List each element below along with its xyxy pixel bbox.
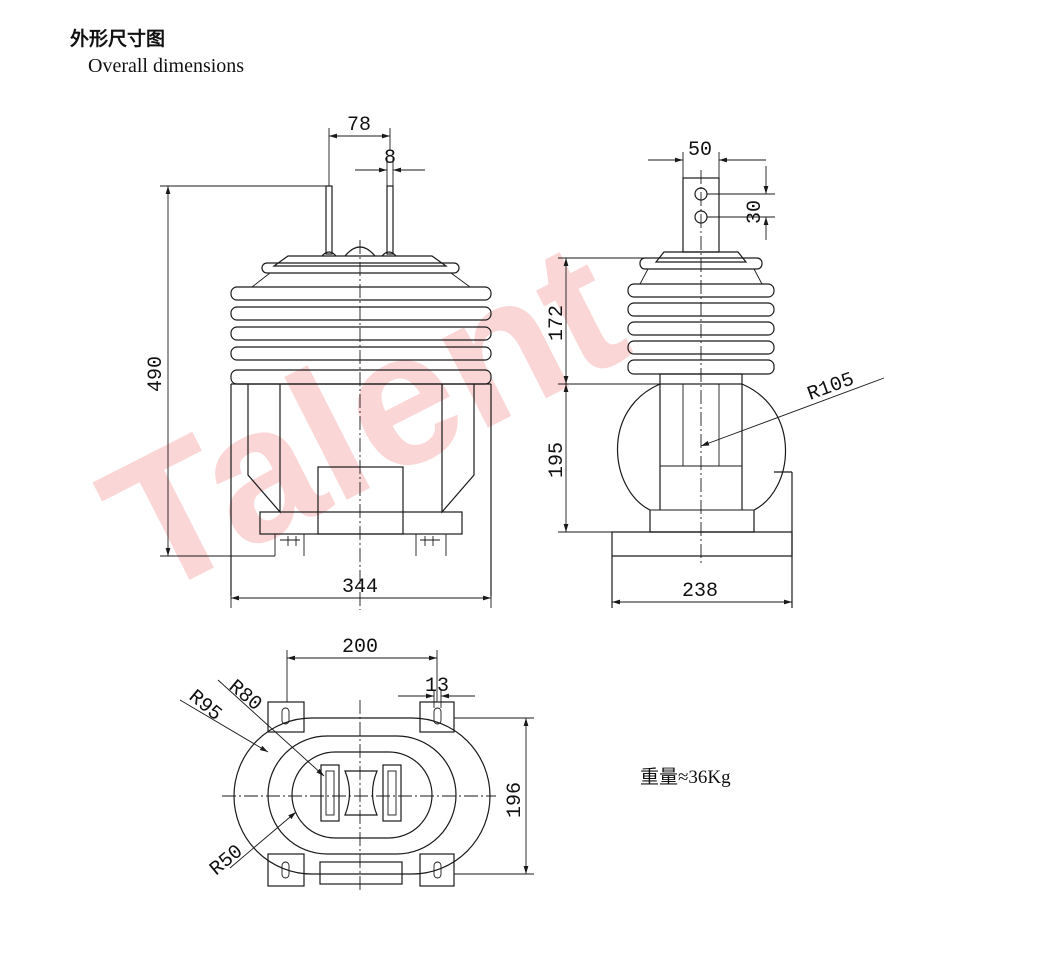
side-view-dims: 50 30 172 195 R105 238 — [546, 139, 885, 605]
dim-radius-outer: R95 — [184, 686, 226, 727]
dim-body-radius: R105 — [805, 369, 858, 407]
dim-terminal-spacing: 78 — [347, 114, 371, 137]
dim-base-width-side: 238 — [682, 580, 718, 603]
dim-terminal-width-side: 50 — [688, 139, 712, 162]
dim-radius-mid: R80 — [224, 676, 266, 717]
dim-terminal-width: 8 — [384, 147, 396, 170]
dim-depth: 196 — [504, 782, 527, 818]
top-view — [222, 700, 496, 892]
side-view — [611, 170, 793, 608]
front-view-dims: 78 8 490 344 — [145, 114, 492, 608]
dim-slot-width: 13 — [425, 675, 449, 698]
page-title-cn: 外形尺寸图 — [70, 28, 166, 50]
dim-radius-inner: R50 — [206, 841, 248, 882]
weight-label: 重量≈36Kg — [640, 767, 731, 788]
dim-mount-spacing: 200 — [342, 636, 378, 659]
dim-lower-height: 195 — [546, 442, 569, 478]
dim-base-width-front: 344 — [342, 576, 378, 599]
dim-hole-spacing: 30 — [744, 200, 767, 224]
page-title-en: Overall dimensions — [88, 55, 245, 77]
dim-height-total: 490 — [145, 356, 168, 392]
dim-upper-height: 172 — [546, 305, 569, 341]
front-view — [230, 185, 492, 610]
